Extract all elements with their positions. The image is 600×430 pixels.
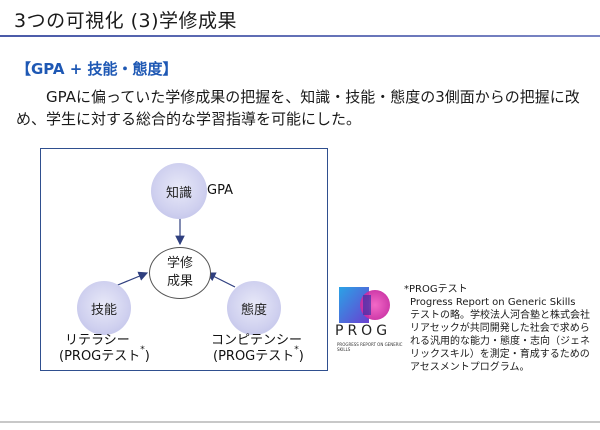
prog-footnote: *PROGテスト Progress Report on Generic Skil… <box>404 283 594 374</box>
note-description: テストの略。学校法人河合塾と株式会社リアセックが共同開発した社会で求められる汎用… <box>410 310 590 373</box>
slide-title: 3つの可視化 (3)学修成果 <box>14 10 238 32</box>
attitude-sub-text: (PROGテスト <box>213 349 295 364</box>
footer-divider <box>0 421 600 423</box>
attitude-label: コンピテンシー <box>211 333 303 348</box>
attitude-sub: (PROGテスト*) <box>213 345 304 364</box>
attitude-sub-mark: * <box>294 345 299 355</box>
note-title: *PROGテスト <box>404 284 468 295</box>
skill-label: リテラシー <box>65 333 130 348</box>
title-divider <box>0 35 600 37</box>
skill-sub-close: ) <box>144 349 150 364</box>
learning-outcomes-diagram: 知識 GPA 学修 成果 技能 リテラシー (PROGテスト*) 態度 コンピテ… <box>40 148 328 371</box>
prog-logo-word: PROG <box>335 323 392 339</box>
prog-logo: PROG PROGRESS REPORT ON GENERIC SKILLS <box>335 283 403 355</box>
skill-sub: (PROGテスト*) <box>59 345 150 364</box>
skill-circle: 技能 <box>77 281 131 335</box>
knowledge-circle: 知識 <box>151 163 207 219</box>
outcome-line1: 学修 <box>166 256 193 271</box>
prog-logo-mark <box>339 287 390 323</box>
attitude-sub-close: ) <box>298 349 304 364</box>
note-fullname: Progress Report on Generic Skills <box>410 297 576 308</box>
skill-sub-mark: * <box>140 345 145 355</box>
attitude-circle: 態度 <box>227 281 281 335</box>
outcome-line2: 成果 <box>166 274 193 289</box>
prog-logo-tagline: PROGRESS REPORT ON GENERIC SKILLS <box>337 342 403 352</box>
arrow-attitude <box>205 272 236 288</box>
knowledge-label: GPA <box>207 183 233 198</box>
outcome-circle: 学修 成果 <box>149 247 211 299</box>
section-heading: 【GPA + 技能・態度】 <box>16 60 178 78</box>
body-paragraph: GPAに偏っていた学修成果の把握を、知識・技能・態度の3側面からの把握に改め、学… <box>16 88 580 128</box>
skill-sub-text: (PROGテスト <box>59 349 141 364</box>
